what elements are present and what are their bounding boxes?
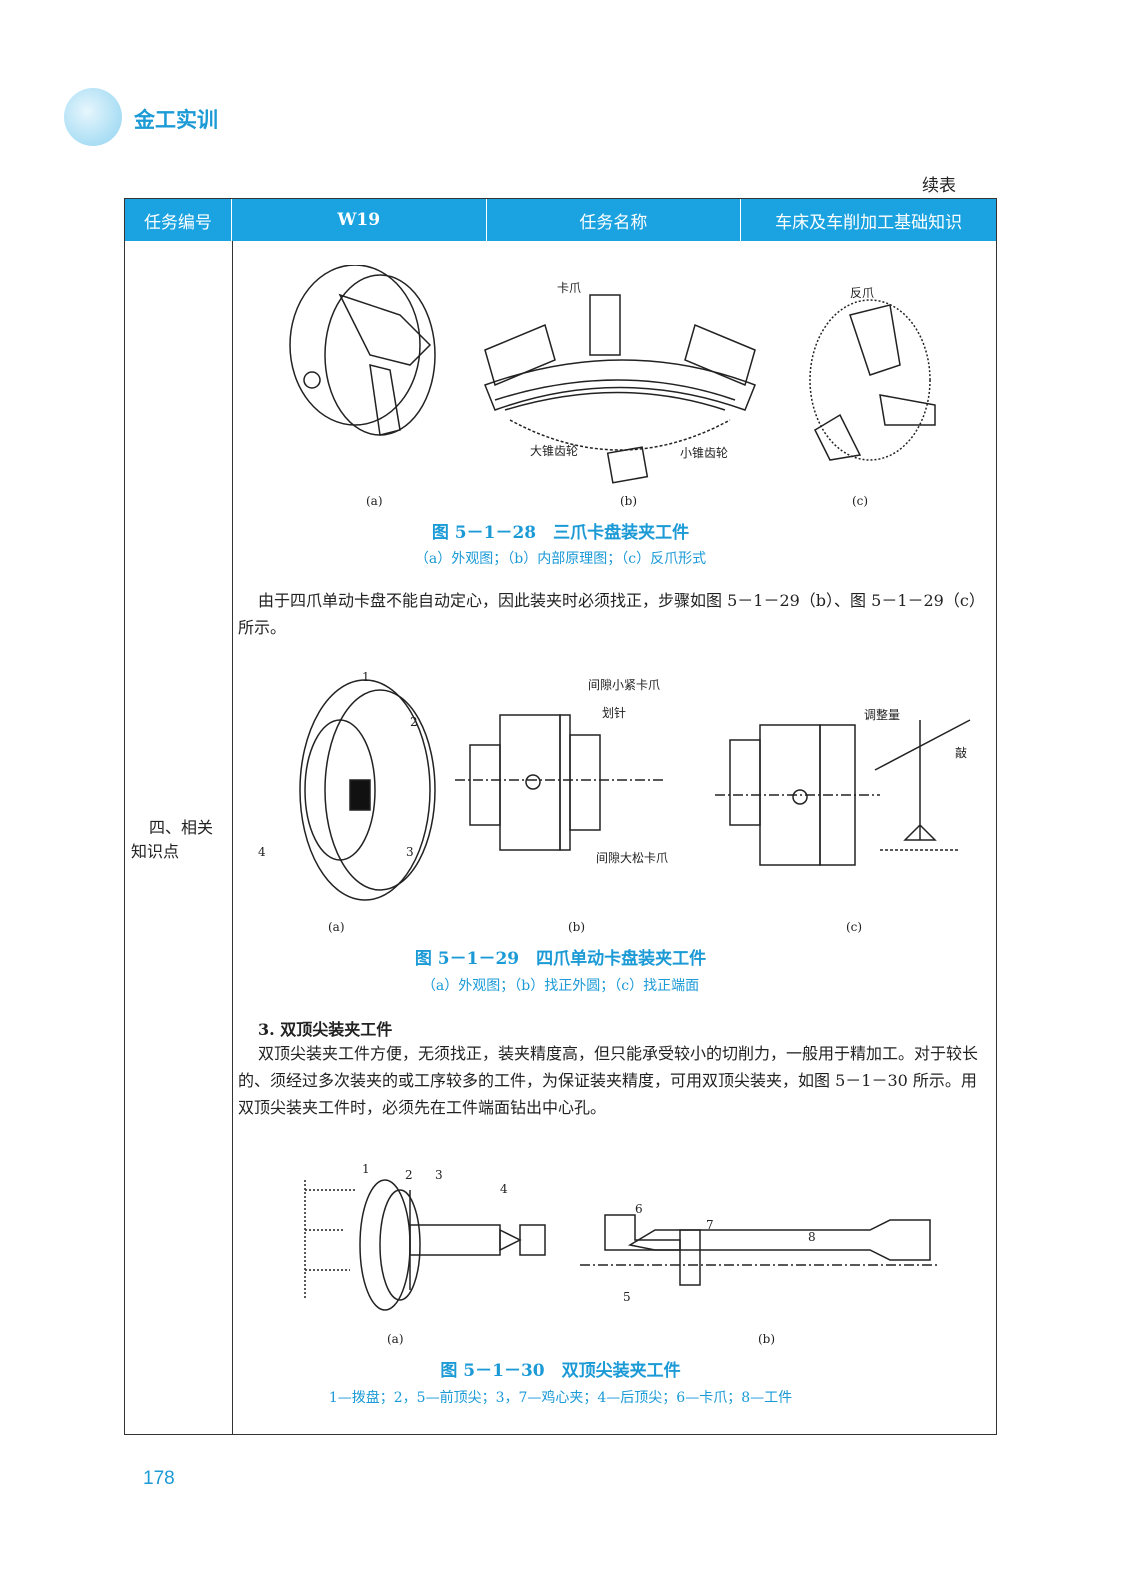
- row-label: 四、相关知识点: [131, 818, 214, 861]
- chuck-reverse-jaw-drawing: [809, 299, 936, 461]
- figure-subcaption: （a）外观图；（b）找正外圆；（c）找正端面: [421, 978, 700, 994]
- true-end-face-drawing: [715, 719, 971, 866]
- figure-caption: 图 5－1－29 四爪单动卡盘装夹工件: [414, 949, 707, 969]
- header-task-name: 车床及车削加工基础知识: [775, 212, 963, 233]
- label-2: 2: [410, 715, 418, 729]
- page-number: 178: [143, 1468, 175, 1489]
- figure-5-1-28: [289, 265, 936, 484]
- header-task-name-label: 任务名称: [487, 199, 742, 241]
- chuck-internal-drawing: [484, 294, 756, 484]
- section-heading: 3. 双顶尖装夹工件: [258, 1020, 393, 1039]
- subfig-c: (c): [852, 494, 869, 508]
- figure-subcaption: 1—拨盘；2，5—前顶尖；3，7—鸡心夹；4—后顶尖；6—卡爪；8—工件: [328, 1390, 793, 1406]
- label-3: 3: [406, 845, 414, 859]
- double-center-drawing: [304, 1179, 546, 1311]
- label-adjust: 调整量: [864, 708, 901, 722]
- subfig-a: (a): [387, 1332, 404, 1346]
- figure-caption: 图 5－1－28 三爪卡盘装夹工件: [431, 523, 690, 543]
- label-gap-small: 间隙小紧卡爪: [588, 678, 661, 692]
- label-scriber: 划针: [602, 706, 627, 720]
- subfig-b: (b): [620, 494, 638, 508]
- book-title: 金工实训: [134, 107, 218, 132]
- paragraph: 双顶尖装夹工件方便，无须找正，装夹精度高，但只能承受较小的切削力，一般用于精加工…: [238, 1044, 979, 1117]
- label-2: 2: [405, 1168, 413, 1182]
- subfig-b: (b): [568, 920, 586, 934]
- label-8: 8: [808, 1230, 816, 1244]
- table-header: 任务编号 W19 任务名称 车床及车削加工基础知识: [125, 199, 996, 241]
- label-1: 1: [362, 1162, 370, 1176]
- column-divider: [232, 241, 233, 1434]
- task-table: 任务编号 W19 任务名称 车床及车削加工基础知识 四、相关知识点: [124, 198, 997, 1435]
- header-task-id: W19: [232, 199, 487, 241]
- label-4: 4: [500, 1182, 508, 1196]
- figure-5-1-30: [304, 1179, 940, 1311]
- header-task-id-label: 任务编号: [125, 199, 232, 241]
- book-logo-icon: [64, 88, 122, 146]
- label-4: 4: [258, 845, 266, 859]
- label-tap: 敲: [955, 746, 968, 760]
- four-jaw-chuck-drawing: [299, 679, 436, 901]
- subfig-a: (a): [328, 920, 345, 934]
- figure-caption: 图 5－1－30 双顶尖装夹工件: [440, 1361, 681, 1381]
- label-1: 1: [362, 670, 370, 684]
- paragraph: 由于四爪单动卡盘不能自动定心，因此装夹时必须找正，步骤如图 5－1－29（b）、…: [238, 591, 985, 637]
- subfig-a: (a): [366, 494, 383, 508]
- label-small-gear: 小锥齿轮: [680, 446, 729, 460]
- label-3: 3: [435, 1168, 443, 1182]
- label-7: 7: [706, 1218, 714, 1232]
- chuck-exterior-drawing: [289, 265, 436, 436]
- label-5: 5: [623, 1290, 631, 1304]
- double-center-schematic: [580, 1214, 940, 1286]
- label-gap-large: 间隙大松卡爪: [596, 851, 669, 865]
- label-big-gear: 大锥齿轮: [530, 444, 579, 458]
- figure-subcaption: （a）外观图；（b）内部原理图；（c）反爪形式: [414, 551, 707, 567]
- subfig-c: (c): [846, 920, 863, 934]
- true-outer-circle-drawing: [455, 714, 665, 851]
- subfig-b: (b): [758, 1332, 776, 1346]
- continued-label: 续表: [922, 176, 956, 196]
- label-6: 6: [635, 1202, 643, 1216]
- label-reverse-jaw: 反爪: [850, 286, 875, 300]
- figure-5-1-29: [299, 679, 971, 901]
- label-jaw: 卡爪: [557, 281, 582, 295]
